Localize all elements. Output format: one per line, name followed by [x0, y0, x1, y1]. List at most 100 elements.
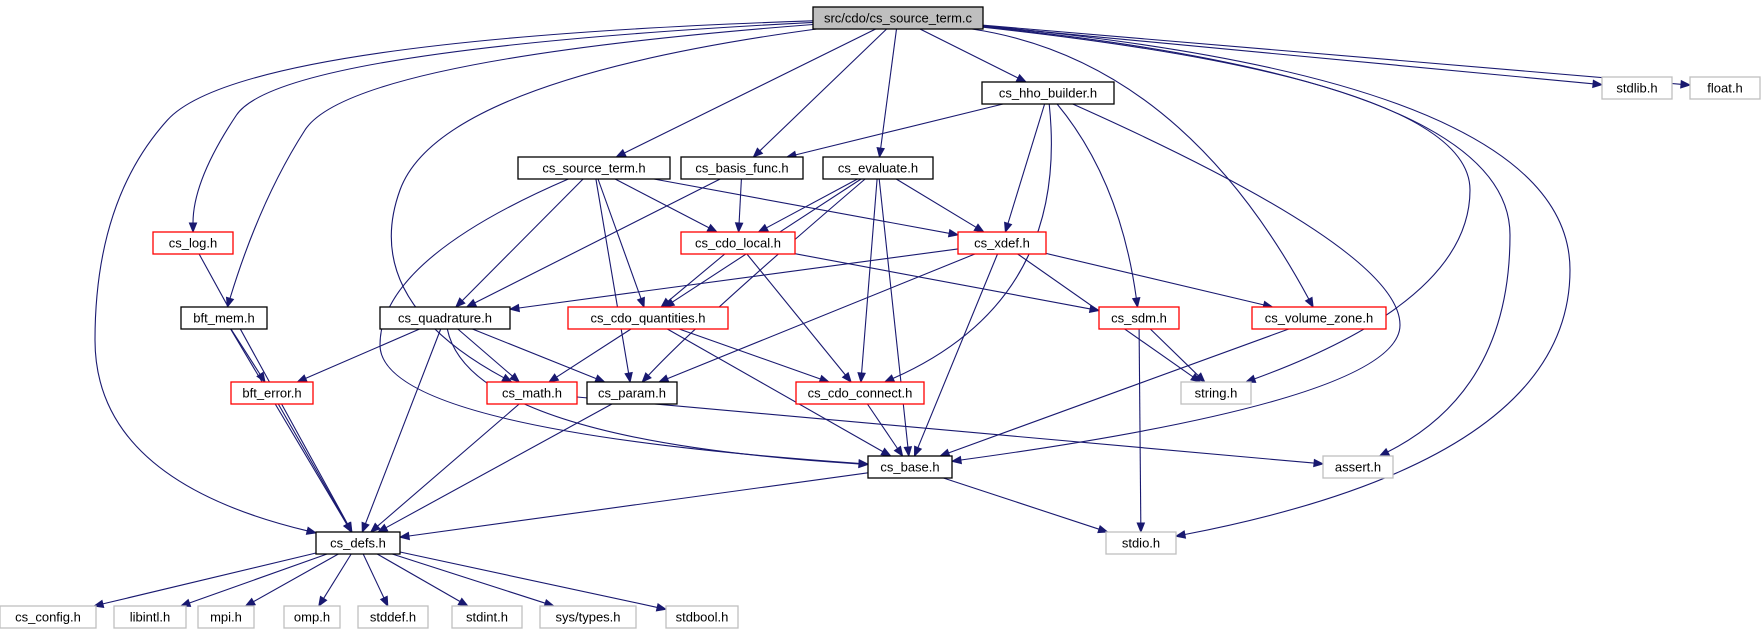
- edge-math-to-defs: [369, 403, 520, 533]
- node-box: [1322, 455, 1394, 479]
- edge-line: [917, 253, 999, 448]
- edge-line: [866, 403, 898, 449]
- arrowhead: [938, 448, 951, 457]
- node-label: stdint.h: [466, 610, 508, 625]
- node-bft-error[interactable]: bft_error.h: [230, 381, 314, 405]
- edge-root-to-bft_mem: [225, 23, 814, 309]
- node-label: cs_base.h: [880, 460, 939, 475]
- node-hho-builder[interactable]: cs_hho_builder.h: [981, 81, 1115, 105]
- node-box: [113, 605, 187, 629]
- edge-line: [362, 553, 385, 599]
- arrowhead: [1097, 524, 1109, 534]
- node-base[interactable]: cs_base.h: [867, 455, 953, 479]
- edge-line: [982, 26, 1471, 380]
- edge-line: [1045, 252, 1264, 306]
- edge-bft_mem-to-defs: [230, 328, 353, 534]
- node-quadrature[interactable]: cs_quadrature.h: [379, 306, 511, 330]
- arrowhead: [858, 459, 870, 469]
- edge-sdm-to-string: [1149, 328, 1206, 383]
- node-box: [1601, 76, 1673, 100]
- node-label: stdlib.h: [1616, 81, 1657, 96]
- node-cdo-quantities[interactable]: cs_cdo_quantities.h: [567, 306, 729, 330]
- arrowhead: [734, 222, 744, 234]
- node-box: [567, 306, 729, 330]
- node-box: [230, 381, 314, 405]
- node-math[interactable]: cs_math.h: [486, 381, 578, 405]
- node-cdo-local[interactable]: cs_cdo_local.h: [680, 231, 796, 255]
- node-xdef[interactable]: cs_xdef.h: [957, 231, 1047, 255]
- edge-base-to-stdio: [943, 477, 1109, 534]
- node-systypes: sys/types.h: [539, 605, 637, 629]
- node-root[interactable]: src/cdo/cs_source_term.c: [812, 6, 984, 30]
- node-label: stdbool.h: [676, 610, 729, 625]
- edge-evaluate-to-cdo_connect: [857, 178, 878, 384]
- node-label: cs_source_term.h: [542, 161, 645, 176]
- node-sdm[interactable]: cs_sdm.h: [1098, 306, 1180, 330]
- node-cdo-connect[interactable]: cs_cdo_connect.h: [795, 381, 925, 405]
- arrowhead: [305, 526, 318, 535]
- edge-source_term-to-cdo_quantities: [597, 178, 645, 309]
- edge-line: [385, 403, 613, 529]
- arrowhead: [636, 296, 645, 309]
- edge-source_term-to-quadrature: [454, 178, 584, 308]
- arrowhead: [188, 222, 198, 234]
- node-param[interactable]: cs_param.h: [586, 381, 678, 405]
- edge-cdo_local-to-cdo_connect: [746, 253, 852, 384]
- node-stdlib: stdlib.h: [1601, 76, 1673, 100]
- edge-line: [474, 178, 721, 304]
- node-basis-func[interactable]: cs_basis_func.h: [680, 156, 804, 180]
- node-label: cs_quadrature.h: [398, 311, 492, 326]
- edge-hho_builder-to-basis_func: [785, 103, 1004, 160]
- arrowhead: [1244, 374, 1257, 383]
- node-log[interactable]: cs_log.h: [152, 231, 234, 255]
- edge-math-to-assert: [576, 396, 1325, 468]
- arrowhead: [225, 296, 235, 309]
- node-label: bft_mem.h: [193, 311, 254, 326]
- node-label: cs_cdo_local.h: [695, 236, 781, 251]
- edge-line: [229, 23, 814, 299]
- edge-line: [1149, 328, 1199, 377]
- node-box: [0, 605, 97, 629]
- edge-line: [759, 28, 887, 152]
- node-label: src/cdo/cs_source_term.c: [824, 11, 973, 26]
- edge-line: [457, 328, 513, 377]
- edge-line: [943, 477, 1100, 530]
- node-config: cs_config.h: [0, 605, 97, 629]
- edge-line: [982, 26, 1511, 453]
- node-box: [981, 81, 1115, 105]
- arrowhead: [883, 374, 896, 383]
- arrowhead: [1174, 530, 1187, 539]
- edge-xdef-to-volume_zone: [1045, 252, 1274, 310]
- edge-basis_func-to-cdo_local: [734, 178, 744, 234]
- arrowhead: [1313, 458, 1325, 468]
- node-defs[interactable]: cs_defs.h: [315, 531, 401, 555]
- node-label: cs_cdo_connect.h: [808, 386, 913, 401]
- arrowhead: [757, 223, 769, 233]
- edge-root-to-log: [188, 21, 814, 234]
- node-bft-mem[interactable]: bft_mem.h: [180, 306, 268, 330]
- node-box: [812, 6, 984, 30]
- edge-line: [472, 328, 597, 380]
- node-source-term[interactable]: cs_source_term.h: [517, 156, 671, 180]
- node-box: [152, 231, 234, 255]
- edge-line: [94, 20, 814, 532]
- node-box: [822, 156, 934, 180]
- arrowhead: [973, 223, 985, 233]
- node-label: omp.h: [294, 610, 330, 625]
- node-mpi: mpi.h: [197, 605, 255, 629]
- node-label: cs_defs.h: [330, 536, 386, 551]
- edge-quadrature-to-bft_error: [296, 328, 420, 383]
- edge-line: [880, 28, 898, 149]
- node-volume-zone[interactable]: cs_volume_zone.h: [1251, 306, 1387, 330]
- node-evaluate[interactable]: cs_evaluate.h: [822, 156, 934, 180]
- node-label: stddef.h: [370, 610, 416, 625]
- node-box: [180, 306, 268, 330]
- node-stddef: stddef.h: [357, 605, 429, 629]
- arrowhead: [1304, 296, 1314, 309]
- edge-quadrature-to-base: [446, 328, 870, 469]
- edge-cdo_quantities-to-cdo_connect: [678, 328, 831, 383]
- edge-line: [766, 178, 858, 229]
- edge-line: [878, 178, 909, 448]
- node-stdio: stdio.h: [1105, 531, 1177, 555]
- edge-root-to-evaluate: [876, 28, 898, 159]
